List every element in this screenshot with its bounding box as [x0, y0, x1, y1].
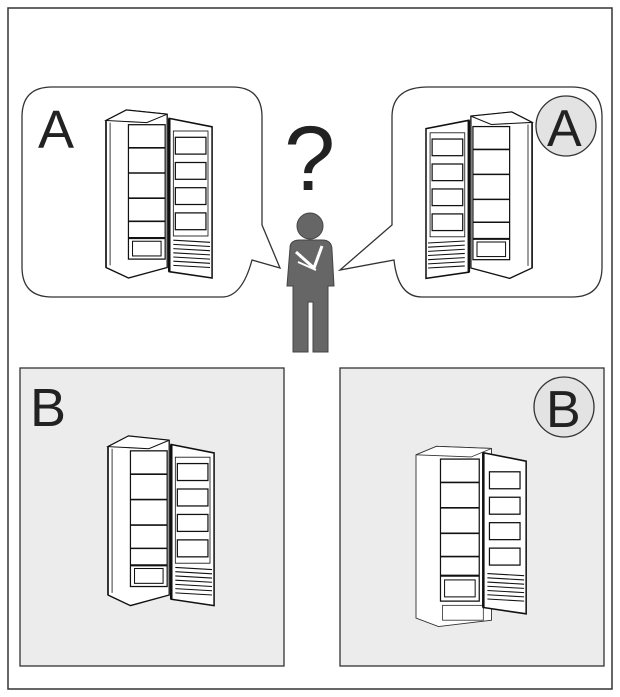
fridge-right-hinge-icon — [426, 112, 532, 278]
label-b-circle — [533, 376, 595, 438]
label-b-circled: B — [546, 381, 581, 439]
thinking-person-icon — [286, 212, 335, 353]
label-a-circle — [535, 95, 597, 157]
label-a-plain: A — [38, 100, 74, 160]
label-b-plain: B — [30, 378, 66, 438]
fridge-niche-icon — [414, 445, 528, 628]
question-mark-icon: ? — [284, 108, 335, 210]
fridge-left-hinge-icon-b — [106, 434, 216, 607]
label-a-circled: A — [547, 100, 582, 158]
fridge-left-hinge-icon — [104, 108, 214, 280]
